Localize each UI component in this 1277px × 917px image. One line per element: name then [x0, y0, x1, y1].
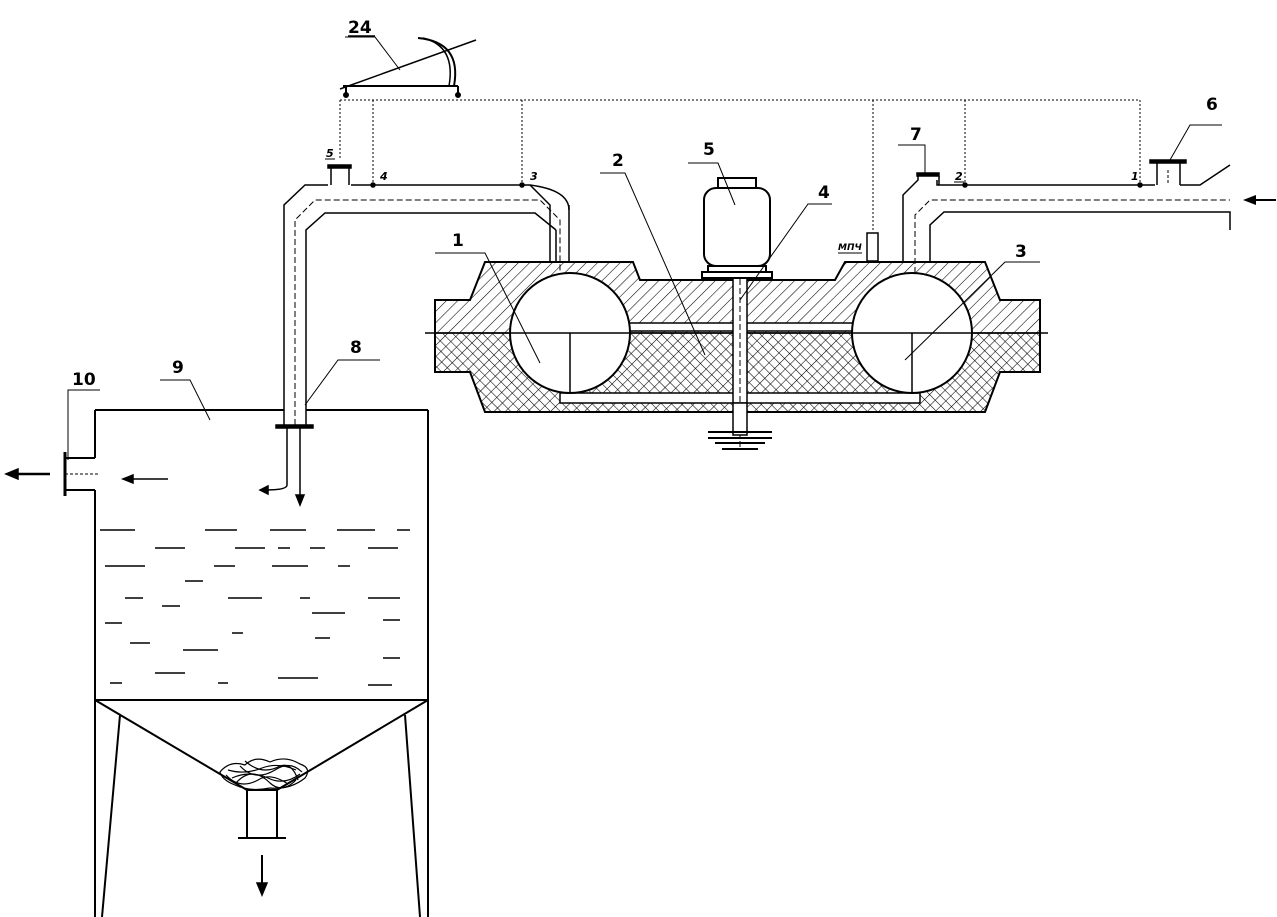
- tap-4: 4: [379, 170, 388, 183]
- inlet-pipe: [902, 159, 1231, 390]
- inlet-arrow: [1243, 195, 1276, 205]
- leader-lines: [67, 36, 1222, 460]
- label-2: 2: [612, 151, 624, 171]
- label-3: 3: [1015, 242, 1027, 262]
- suction-pipe: [275, 164, 570, 429]
- tap-3: 3: [530, 170, 538, 183]
- tank: [63, 409, 429, 917]
- label-10: 10: [72, 370, 96, 390]
- label-1: 1: [452, 231, 464, 251]
- tap-5: 5: [326, 147, 334, 160]
- label-4: 4: [818, 183, 830, 203]
- tap-1: 1: [1131, 170, 1139, 183]
- motor: [701, 177, 773, 279]
- label-9: 9: [172, 358, 184, 378]
- label-7: 7: [910, 125, 922, 145]
- shaft: [708, 270, 772, 450]
- label-24: 24: [348, 18, 372, 38]
- measurement-lines: [339, 99, 1141, 232]
- tank-flow: [4, 428, 306, 897]
- tap-2: 2: [955, 170, 963, 183]
- pressure-gauge: [866, 232, 879, 262]
- sludge: [219, 758, 309, 791]
- manometer: [339, 37, 477, 98]
- label-6: 6: [1206, 95, 1218, 115]
- label-8: 8: [350, 338, 362, 358]
- gauge-label: MПЧ: [838, 243, 862, 253]
- label-5: 5: [703, 140, 715, 160]
- liquid-dashes: [100, 529, 410, 686]
